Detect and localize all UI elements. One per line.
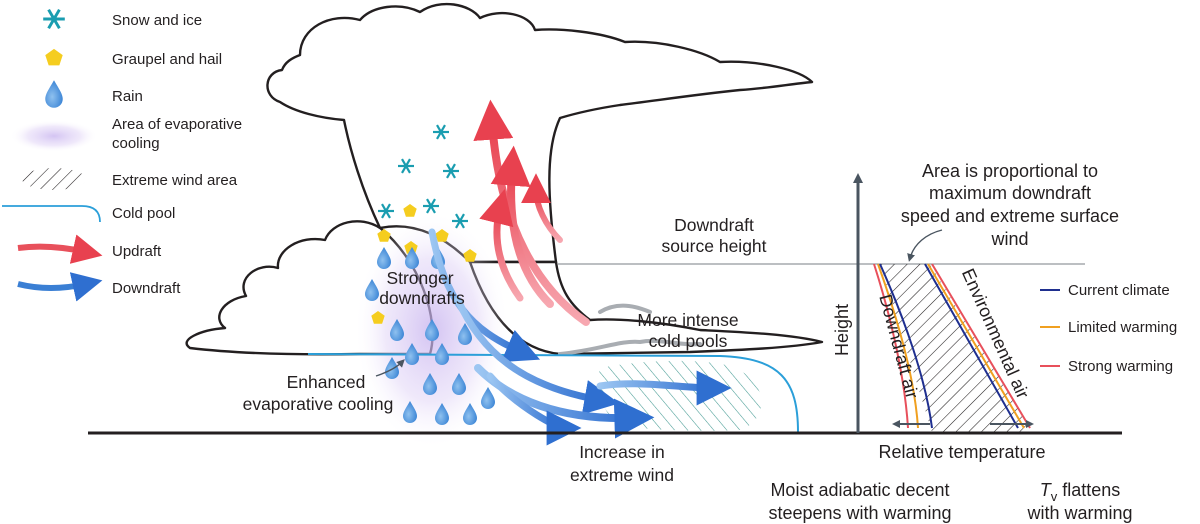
downdraft-area [880,264,1032,432]
extreme-wind-label-2: extreme wind [570,465,674,485]
temperature-axis-label: Relative temperature [878,442,1045,462]
blue-arrow-icon [17,272,103,302]
updraft-arrow [521,173,563,243]
environment-current-climate [924,263,1019,429]
legend-rain-label: Rain [112,88,143,105]
legend-updraft: Updraft [17,234,162,264]
legend-wind-label: Extreme wind area [112,172,238,189]
downdraft-strong-warming [873,263,909,429]
legend-coldpool-label: Cold pool [112,205,175,222]
bottom-notes: Moist adiabatic decent steepens with war… [768,480,1132,523]
stronger-downdrafts-label-1: Stronger [386,268,453,288]
cloud-labels: Downdraft source height Stronger downdra… [243,215,767,485]
source-height-label-2: source height [661,236,766,256]
source-height-label-1: Downdraft [674,215,754,235]
legend-wind: Extreme wind area [22,168,238,190]
purple-glow-icon [10,120,98,152]
downdraft-arrow [596,370,732,406]
tv-note-2: with warming [1026,503,1132,523]
enhanced-cooling-label-2: evaporative cooling [243,394,394,414]
moist-adiabatic-note-2: steepens with warming [768,503,951,523]
legend-evap-label-1: Area of evaporative [112,116,242,133]
area-note-4: wind [990,229,1028,249]
legend-snow: Snow and ice [41,8,202,30]
environment-strong-warming [931,263,1031,429]
legend-rain: Rain [45,80,143,108]
legend-evap: Area of evaporative cooling [10,116,242,152]
legend-strong-label: Strong warming [1068,358,1173,375]
legend-downdraft-label: Downdraft [112,280,181,297]
legend-graupel-label: Graupel and hail [112,51,222,68]
raindrop-icon [45,80,63,108]
legend-coldpool: Cold pool [2,205,175,223]
cold-pools-label-1: More intense [637,310,738,330]
hatched-area-icon [22,168,86,190]
cold-pool-line-icon [2,205,101,223]
downdraft-arrow [486,372,582,446]
red-arrow-icon [17,234,103,264]
downdraft-arrows [428,228,732,446]
enhanced-cooling-label-1: Enhanced [287,372,366,392]
tv-flattens: flattens [1057,480,1120,500]
updraft-arrows [473,99,590,326]
downdraft-arrow [454,296,620,415]
downdraft-current-climate [879,263,933,429]
legend: Snow and ice Graupel and hail Rain Area … [2,8,242,302]
tv-symbol: T [1040,480,1053,500]
legend-limited-label: Limited warming [1068,319,1177,336]
height-axis-label: Height [832,304,852,356]
area-note-3: speed and extreme surface [901,206,1119,226]
cloud-shelf [468,260,824,356]
stronger-downdrafts-label-2: downdrafts [379,288,465,308]
tv-subscript: v [1051,489,1058,504]
cold-pools-label-2: cold pools [649,331,728,351]
environment-limited-warming [927,263,1025,429]
snowflake-icon [41,8,67,30]
legend-downdraft: Downdraft [17,272,181,302]
pentagon-icon [45,48,63,66]
legend-snow-label: Snow and ice [112,12,202,29]
updraft-arrow [479,188,524,302]
legend-graupel: Graupel and hail [45,48,222,68]
profile-legend: Current climate Limited warming Strong w… [1040,282,1177,375]
extreme-wind-label-1: Increase in [579,442,665,462]
profile-chart: Height Relative temperature Downdraft ai… [832,161,1177,462]
legend-evap-label-2: cooling [112,135,160,152]
area-note-1: Area is proportional to [922,161,1098,181]
legend-current-label: Current climate [1068,282,1170,299]
area-note-pointer [907,229,943,262]
moist-adiabatic-note-1: Moist adiabatic decent [770,480,949,500]
downdraft-limited-warming [877,263,919,429]
cold-pool-outline [307,353,799,433]
legend-updraft-label: Updraft [112,243,162,260]
area-note-2: maximum downdraft [929,183,1091,203]
enhanced-cooling-pointer [375,359,405,377]
cold-pool-front [558,303,702,356]
tv-note-1: Tv flattens [1040,480,1121,504]
updraft-arrow [490,145,554,308]
cloud-anvil [266,2,814,264]
